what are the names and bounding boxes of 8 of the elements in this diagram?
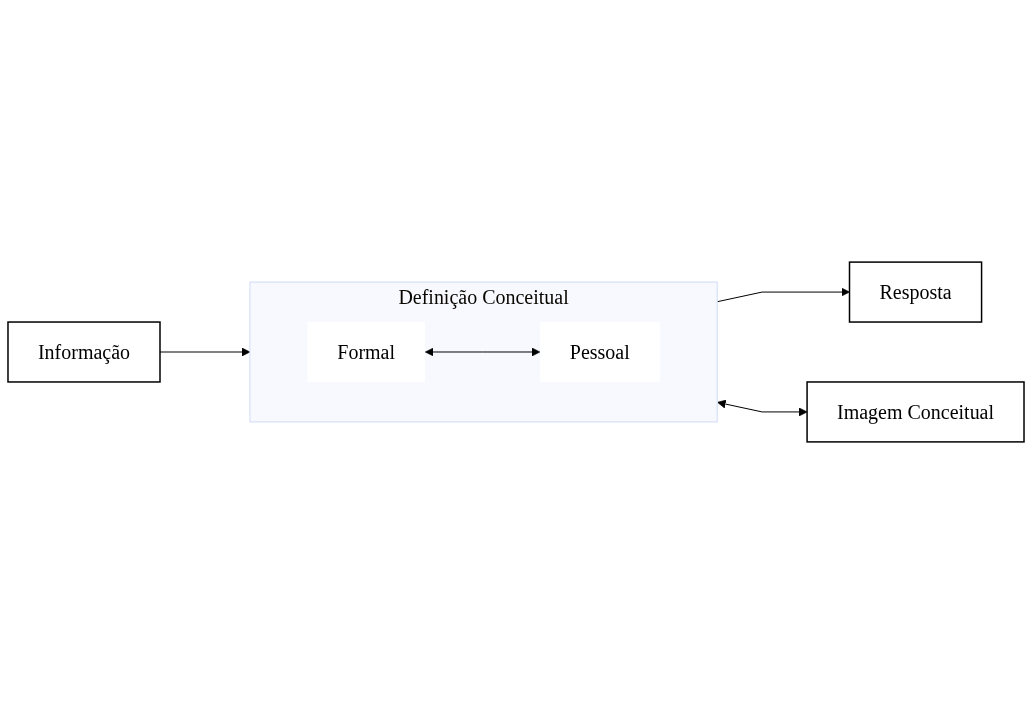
arrow (425, 347, 541, 357)
node-box: Formal (307, 322, 425, 382)
arrow (717, 399, 808, 417)
node-box: Informação (7, 321, 161, 383)
node-box: Imagem Conceitual (806, 381, 1025, 443)
node-box: Pessoal (539, 322, 660, 382)
node-box: Resposta (848, 261, 983, 323)
arrow (716, 287, 850, 303)
